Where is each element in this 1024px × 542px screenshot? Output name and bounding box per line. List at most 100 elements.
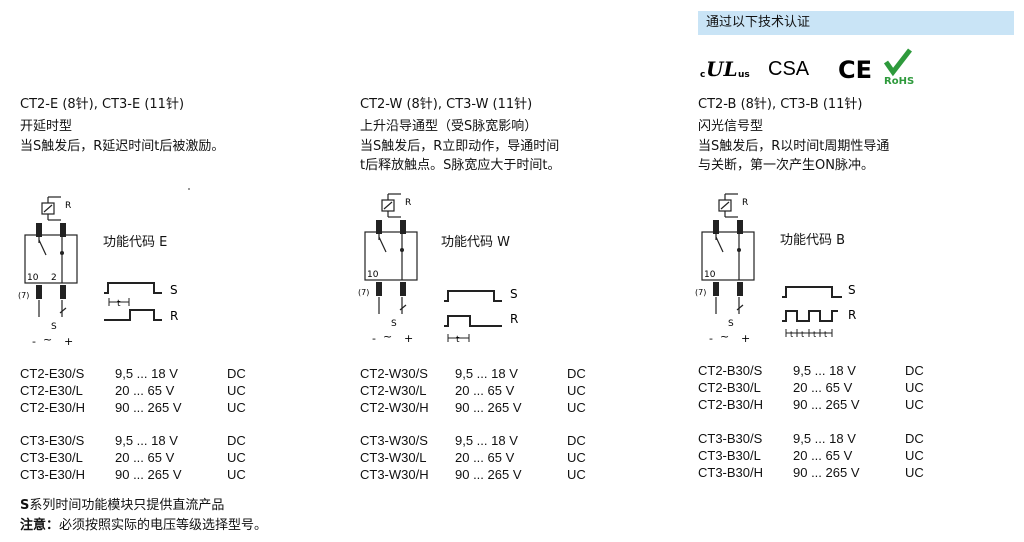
diagram-tilde: ~ [383,330,392,343]
voltage-range: 9,5 ... 18 V [455,366,518,381]
ul-c-text: c [700,70,705,80]
function-b-desc-1: 当S触发后，R以时间t周期性导通 [698,139,890,154]
diagram-r-label: R [405,198,411,208]
wiring-diagram-b: R 10 (7) S - ~ + [695,193,755,345]
current-type: UC [227,383,246,398]
voltage-range: 90 ... 265 V [455,467,522,482]
diagram-tilde: ~ [720,330,729,343]
voltage-range: 20 ... 65 V [455,383,515,398]
table-row: CT3-W30/H 90 ... 265 V UC [360,466,597,483]
current-type: DC [905,363,924,378]
diagram-pin-c: (7) [18,291,29,300]
csa-logo: CSA [768,58,810,80]
current-type: UC [227,400,246,415]
ce-logo: CE [838,56,872,84]
diagram-plus: + [741,332,750,345]
model-code: CT3-E30/L [20,450,83,465]
rohs-logo: RoHS [883,48,914,87]
voltage-range: 90 ... 265 V [115,467,182,482]
diagram-s-label: S [51,322,57,332]
voltage-range: 9,5 ... 18 V [455,433,518,448]
voltage-range: 9,5 ... 18 V [115,366,178,381]
function-b-type: 闪光信号型 [698,119,764,134]
model-code: CT3-B30/H [698,465,764,480]
function-w-desc-2: t后释放触点。S脉宽应大于时间t。 [360,158,561,173]
current-type: DC [567,366,586,381]
function-w-desc-1: 当S触发后，R立即动作，导通时间 [360,139,560,154]
timing-t-label-1: t [790,330,793,339]
ul-text: UL [706,57,738,81]
diagram-s-label: S [728,319,734,329]
function-e-type: 开延时型 [20,119,73,134]
model-table-w-ct2: CT2-W30/S 9,5 ... 18 V DC CT2-W30/L 20 ... 6… [360,365,597,416]
voltage-range: 90 ... 265 V [793,465,860,480]
model-code: CT3-W30/L [360,450,427,465]
model-code: CT2-W30/L [360,383,427,398]
current-type: UC [227,467,246,482]
timing-diagram-e: t S R [104,282,178,323]
current-type: UC [567,467,586,482]
model-code: CT3-E30/S [20,433,85,448]
table-row: CT3-E30/L 20 ... 65 V UC [20,449,257,466]
table-row: CT2-E30/H 90 ... 265 V UC [20,399,257,416]
wiring-diagram-e: R 10 2 (7) S - ~ + [18,196,78,348]
current-type: UC [905,397,924,412]
timing-diagram-b: t t t t S R [782,283,856,339]
diagram-minus: - [372,332,376,345]
function-e-section: CT2-E (8针), CT3-E (11针) 开延时型 当S触发后，R延迟时间… [20,95,330,156]
timing-r-label: R [510,312,518,326]
function-code-b: 功能代码 B [780,233,846,248]
timing-t-label-4: t [824,330,827,339]
voltage-range: 9,5 ... 18 V [793,363,856,378]
model-code: CT2-E30/S [20,366,85,381]
diagram-s-label: S [391,319,397,329]
current-type: UC [905,448,924,463]
model-code: CT3-B30/S [698,431,763,446]
function-w-section: CT2-W (8针), CT3-W (11针) 上升沿导通型（受S脉宽影响） 当… [360,95,670,175]
function-b-section: CT2-B (8针), CT3-B (11针) 闪光信号型 当S触发后，R以时间… [698,95,1008,175]
diagram-plus: + [404,332,413,345]
diagram-minus: - [709,332,713,345]
current-type: DC [567,433,586,448]
function-b-desc-2: 与关断，第一次产生ON脉冲。 [698,158,874,173]
diagram-minus: - [32,335,36,348]
function-e-desc-1: 当S触发后，R延迟时间t后被激励。 [20,139,225,154]
voltage-range: 20 ... 65 V [115,383,175,398]
model-code: CT2-B30/H [698,397,764,412]
current-type: UC [905,380,924,395]
current-type: UC [227,450,246,465]
voltage-range: 20 ... 65 V [115,450,175,465]
timing-s-label: S [848,283,856,297]
voltage-range: 9,5 ... 18 V [793,431,856,446]
model-code: CT2-B30/L [698,380,761,395]
voltage-range: 20 ... 65 V [455,450,515,465]
model-code: CT2-E30/H [20,400,86,415]
ul-us-text: us [738,70,750,80]
current-type: UC [567,450,586,465]
voltage-range: 90 ... 265 V [115,400,182,415]
diagram-r-label: R [742,198,748,208]
table-row: CT3-W30/L 20 ... 65 V UC [360,449,597,466]
model-code: CT2-W30/S [360,366,428,381]
footer-note-attention-text: 必须按照实际的电压等级选择型号。 [59,518,268,533]
voltage-range: 9,5 ... 18 V [115,433,178,448]
cert-logos: c UL us CSA CE RoHS [700,48,914,87]
footer-note-attention: 注意：必须按照实际的电压等级选择型号。 [20,516,267,536]
function-b-title: CT2-B (8针), CT3-B (11针) [698,97,863,112]
current-type: DC [905,431,924,446]
model-code: CT3-W30/H [360,467,429,482]
timing-r-label: R [170,309,178,323]
timing-s-label: S [170,283,178,297]
